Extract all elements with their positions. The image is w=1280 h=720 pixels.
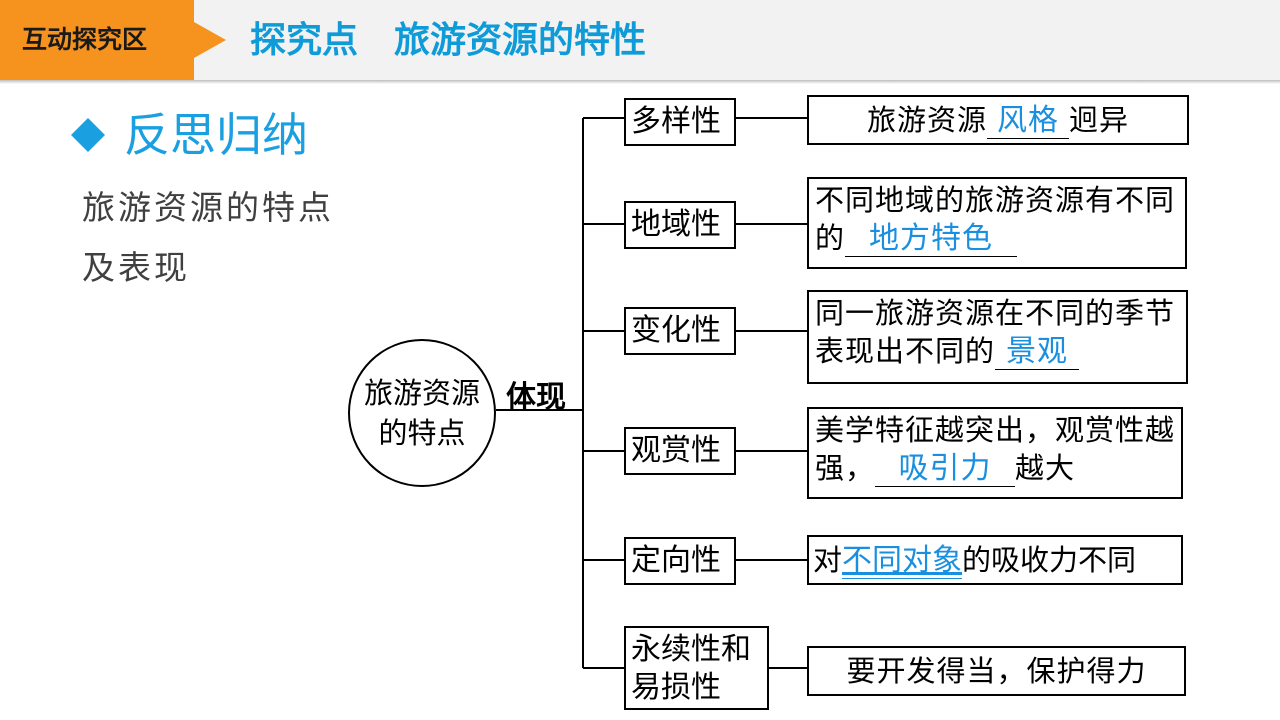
section-heading: 反思归纳 xyxy=(124,108,308,162)
trait-regional: 地域性 xyxy=(624,201,736,249)
detail-text: 同一旅游资源在不同的季节表现出不同的 xyxy=(815,296,1176,368)
detail-text: 越大 xyxy=(1015,451,1076,485)
answer-blank: 吸引力 xyxy=(875,452,1016,487)
trait-ornamental: 观赏性 xyxy=(624,427,736,475)
center-node: 旅游资源的特点 xyxy=(348,339,496,487)
detail-text: 旅游资源 xyxy=(866,103,987,137)
detail-regional: 不同地域的旅游资源有不同的地方特色 xyxy=(807,177,1187,269)
section-tab: 互动探究区 xyxy=(0,0,194,80)
detail-diversity: 旅游资源风格迥异 xyxy=(807,95,1189,145)
detail-variability: 同一旅游资源在不同的季节表现出不同的景观 xyxy=(807,290,1188,384)
header-divider xyxy=(0,80,1280,84)
detail-text: 要开发得当，保护得力 xyxy=(846,654,1147,688)
detail-text: 迥异 xyxy=(1069,103,1130,137)
connector-label: 体现 xyxy=(506,380,566,415)
tab-arrow-icon xyxy=(194,22,226,58)
answer-blank: 风格 xyxy=(987,104,1069,139)
trait-variability: 变化性 xyxy=(624,307,736,355)
detail-text: 不同地域的旅游资源有不同的 xyxy=(815,183,1176,255)
answer-blank: 景观 xyxy=(995,335,1080,370)
detail-sustainability: 要开发得当，保护得力 xyxy=(807,646,1186,696)
trait-sustainability: 永续性和易损性 xyxy=(624,626,769,710)
detail-text: 美学特征越突出，观赏性越强， xyxy=(815,413,1176,485)
detail-text: 的吸收力不同 xyxy=(962,543,1137,577)
answer-blank: 不同对象 xyxy=(842,543,963,579)
detail-text: 对 xyxy=(813,543,843,577)
page-title: 探究点 旅游资源的特性 xyxy=(250,20,647,61)
detail-directional: 对不同对象的吸收力不同 xyxy=(807,535,1183,585)
trait-directional: 定向性 xyxy=(624,537,736,585)
trait-diversity: 多样性 xyxy=(624,98,736,146)
detail-ornamental: 美学特征越突出，观赏性越强，吸引力越大 xyxy=(807,407,1183,499)
answer-blank: 地方特色 xyxy=(845,222,1018,257)
section-description: 旅游资源的特点及表现 xyxy=(82,188,334,287)
